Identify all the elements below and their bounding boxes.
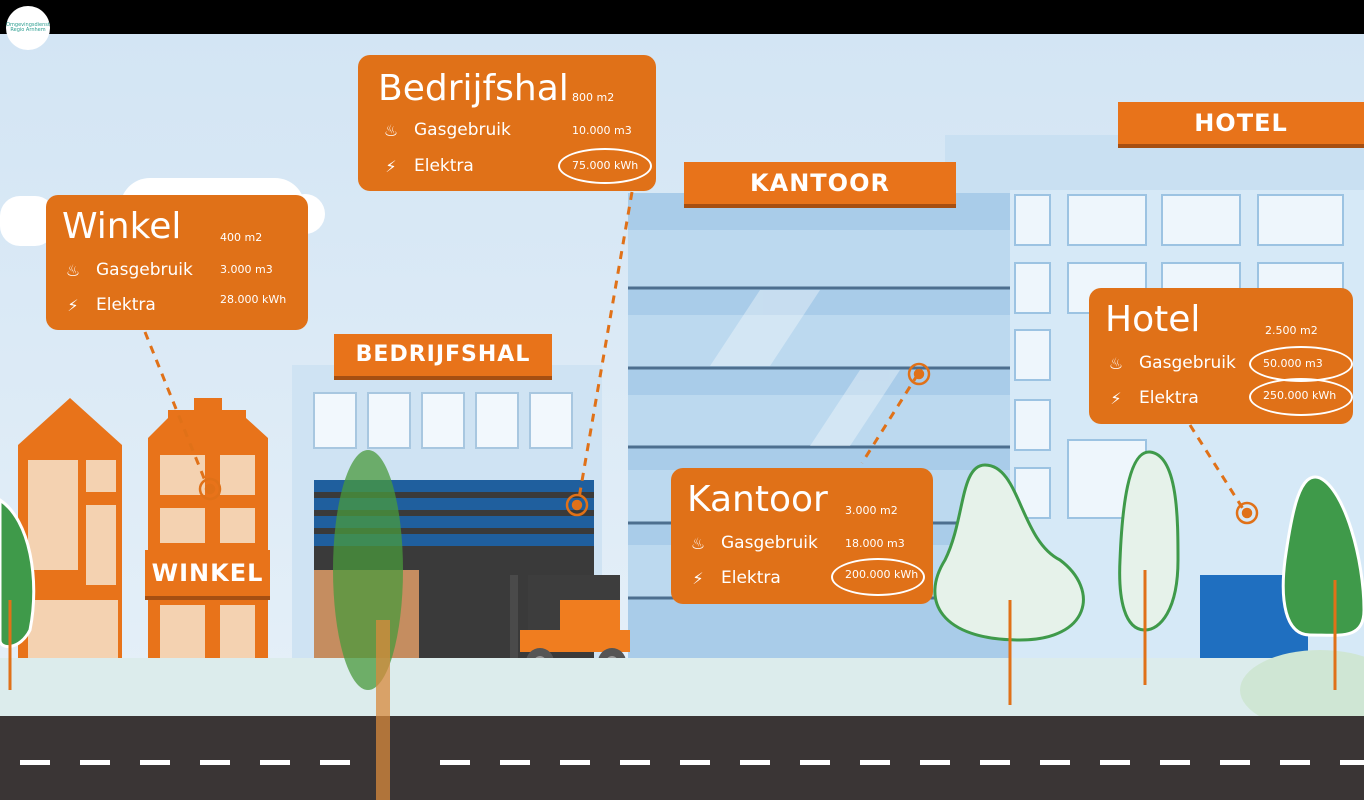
gas-burner-icon: ♨ — [1108, 353, 1124, 373]
gas-row: ♨ Gasgebruik — [1103, 350, 1236, 376]
trees — [0, 450, 1364, 800]
sign-bedrijfshal: BEDRIJFSHAL — [334, 334, 552, 380]
highlight-ring — [558, 148, 652, 184]
card-kantoor: Kantoor 3.000 m2 ♨ Gasgebruik 18.000 m3 … — [671, 468, 933, 604]
gas-value: 3.000 m3 — [220, 263, 273, 276]
gas-value: 18.000 m3 — [845, 537, 905, 550]
sign-kantoor-label: KANTOOR — [750, 169, 890, 197]
plug-icon: ⚡ — [692, 568, 704, 588]
card-title: Winkel — [62, 206, 182, 247]
elec-row: ⚡ Elektra — [60, 292, 156, 318]
gas-row: ♨ Gasgebruik — [685, 530, 818, 556]
road — [0, 716, 1364, 800]
gas-label: Gasgebruik — [96, 260, 193, 280]
card-hotel: Hotel 2.500 m2 ♨ Gasgebruik 50.000 m3 ⚡ … — [1089, 288, 1353, 424]
elec-value: 28.000 kWh — [220, 293, 287, 306]
grass-patch — [1240, 650, 1364, 730]
card-area: 800 m2 — [572, 91, 615, 104]
card-area: 400 m2 — [220, 231, 263, 244]
brand-logo-text: Omgevingsdienst Regio Arnhem — [6, 21, 50, 33]
sign-bedrijfshal-label: BEDRIJFSHAL — [355, 342, 531, 367]
location-markers — [198, 362, 1259, 525]
card-winkel: Winkel 400 m2 ♨ Gasgebruik 3.000 m3 ⚡ El… — [46, 195, 308, 330]
card-title: Bedrijfshal — [378, 68, 569, 109]
plug-icon: ⚡ — [67, 295, 79, 315]
elec-row: ⚡ Elektra — [378, 153, 474, 179]
card-area: 2.500 m2 — [1265, 324, 1318, 337]
connectors — [143, 191, 1247, 513]
gas-label: Gasgebruik — [1139, 353, 1236, 373]
elec-label: Elektra — [414, 156, 474, 176]
sign-winkel-label: WINKEL — [151, 559, 264, 587]
highlight-ring — [1249, 378, 1353, 416]
gas-burner-icon: ♨ — [65, 260, 81, 280]
sign-hotel: HOTEL — [1118, 102, 1364, 148]
elec-label: Elektra — [1139, 388, 1199, 408]
sign-winkel: WINKEL — [145, 550, 270, 600]
gas-burner-icon: ♨ — [383, 120, 399, 140]
elec-label: Elektra — [96, 295, 156, 315]
top-bar — [0, 0, 1364, 34]
card-title: Kantoor — [687, 479, 828, 520]
plug-icon: ⚡ — [1110, 388, 1122, 408]
gas-label: Gasgebruik — [414, 120, 511, 140]
sign-hotel-label: HOTEL — [1194, 109, 1288, 137]
gas-label: Gasgebruik — [721, 533, 818, 553]
card-bedrijfshal: Bedrijfshal 800 m2 ♨ Gasgebruik 10.000 m… — [358, 55, 656, 191]
elec-row: ⚡ Elektra — [1103, 385, 1199, 411]
gas-row: ♨ Gasgebruik — [60, 257, 193, 283]
highlight-ring — [1249, 346, 1353, 382]
brand-logo: Omgevingsdienst Regio Arnhem — [6, 6, 50, 50]
road-markings — [20, 760, 1364, 765]
card-title: Hotel — [1105, 299, 1201, 340]
gas-row: ♨ Gasgebruik — [378, 117, 511, 143]
highlight-ring — [831, 558, 925, 596]
elec-row: ⚡ Elektra — [685, 565, 781, 591]
sign-kantoor: KANTOOR — [684, 162, 956, 208]
gas-value: 10.000 m3 — [572, 124, 632, 137]
elec-label: Elektra — [721, 568, 781, 588]
gas-burner-icon: ♨ — [690, 533, 706, 553]
plug-icon: ⚡ — [385, 156, 397, 176]
card-area: 3.000 m2 — [845, 504, 898, 517]
sidewalk — [0, 658, 1364, 716]
